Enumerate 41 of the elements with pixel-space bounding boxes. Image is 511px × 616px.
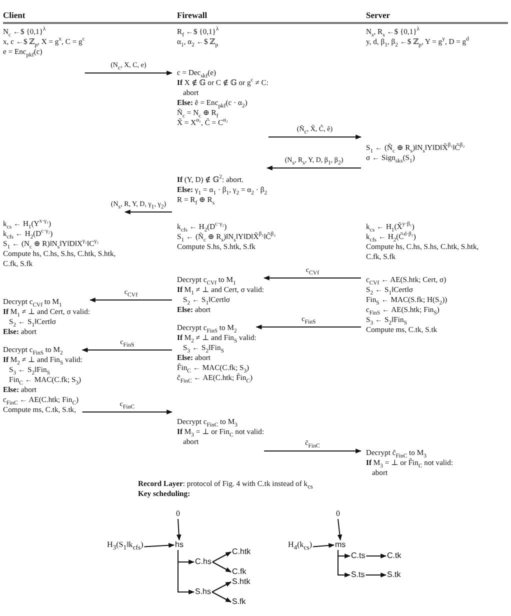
key-label: S.tk (386, 570, 402, 580)
key-label: 0 (175, 509, 181, 519)
arrow (268, 134, 362, 140)
arrow (212, 582, 232, 592)
key-label: H$_{4}$(k$_{cs}$) (287, 540, 313, 554)
key-label: S.htk (231, 577, 252, 587)
key-label: C.fk (231, 567, 248, 577)
arrow (312, 543, 335, 548)
key-label: C.tk (386, 551, 402, 561)
key-label: S.fk (231, 597, 247, 607)
key-label: C.htk (231, 547, 252, 557)
key-label: S.hs (194, 587, 212, 597)
arrow (89, 298, 172, 302)
column-heading: Firewall (177, 10, 208, 20)
arrow (176, 518, 182, 541)
arrow (365, 572, 387, 578)
arrow (263, 276, 362, 280)
key-label: ms (334, 540, 347, 550)
key-label: C.ts (350, 551, 366, 561)
key-label: S.ts (350, 570, 366, 580)
arrow (212, 562, 232, 572)
column-heading: Client (3, 10, 26, 20)
arrow (212, 592, 232, 602)
arrow (82, 410, 173, 414)
arrow (144, 542, 175, 548)
column-heading: Server (366, 10, 390, 20)
key-label: C.hs (194, 557, 212, 567)
arrow (256, 324, 362, 330)
arrow (264, 448, 362, 454)
arrow (178, 550, 195, 594)
key-label: 0 (335, 509, 341, 519)
arrow (338, 550, 351, 578)
arrow (337, 518, 342, 541)
arrow (266, 166, 362, 170)
arrow (366, 554, 387, 558)
key-label: H$_{3}$(S$_{1}$‖k$_{cfs}$) (106, 540, 144, 554)
arrow (84, 70, 173, 76)
key-label: hs (174, 540, 184, 550)
arrow (124, 210, 172, 214)
arrow (82, 348, 172, 352)
arrow (212, 552, 232, 562)
